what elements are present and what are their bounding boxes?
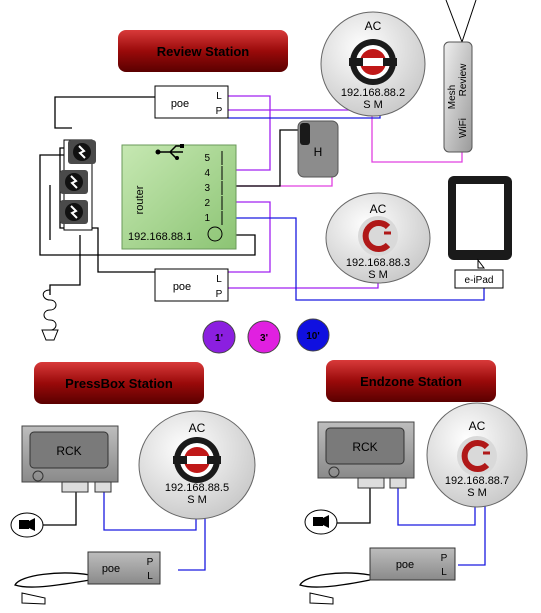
poe-port-p: P: [216, 289, 223, 300]
ac-ip: 192.168.88.2: [341, 87, 405, 99]
review-cables: [39, 95, 485, 301]
poe-port-p: P: [441, 553, 448, 564]
ac-ports: S M: [363, 99, 383, 111]
rck-unit: RCK: [317, 421, 415, 489]
ipad-label: e-iPad: [465, 275, 494, 286]
ac-unit: AC 192.168.88.7 S M: [426, 402, 528, 508]
ac-ports: S M: [368, 269, 388, 281]
poe-label: poe: [396, 559, 414, 571]
poe-port-l: L: [441, 567, 447, 578]
router-port: 3: [204, 183, 210, 194]
ac-ip: 192.168.88.3: [346, 257, 410, 269]
poe-port-l: L: [216, 274, 222, 285]
hub: H: [297, 120, 339, 178]
router-port: 5: [204, 153, 210, 164]
pressbox-station-banner: PressBox Station: [34, 362, 204, 404]
router-ip: 192.168.88.1: [128, 231, 192, 243]
ac-title: AC: [189, 421, 206, 435]
router-port: 2: [204, 198, 210, 209]
router-port: 4: [204, 168, 210, 179]
router: router 192.168.88.1 5 4 3 2 1: [121, 144, 237, 250]
poe-injector-pressbox: poe P L: [87, 551, 161, 585]
endzone-cables: [299, 488, 486, 588]
ac-ip: 192.168.88.7: [445, 475, 509, 487]
ac-title: AC: [370, 202, 387, 216]
camera-icon: [10, 512, 44, 538]
poe-port-p: P: [147, 557, 154, 568]
poe-injector-endzone: poe P L: [369, 547, 456, 581]
antenna-icon: [445, 0, 477, 43]
endzone-station-title: Endzone Station: [360, 374, 462, 389]
ac-unit: AC 192.168.88.5 S M: [138, 410, 256, 520]
rck-unit: RCK: [21, 425, 119, 493]
mesh-line-1: Mesh: [447, 85, 458, 109]
power-plug-icon: [59, 199, 89, 225]
poe-port-l: L: [147, 571, 153, 582]
ac-title: AC: [469, 419, 486, 433]
poe-injector-middle: poe L P: [154, 268, 229, 302]
power-cord-icon: [21, 592, 46, 605]
ipad: e-iPad: [448, 176, 512, 289]
mesh-wifi: Mesh Review WiFi: [443, 0, 477, 153]
cable-legend-item: 10': [296, 318, 330, 352]
cable-legend-item: 3': [247, 320, 281, 354]
review-station-banner: Review Station: [118, 30, 288, 72]
router-power-socket: [207, 226, 223, 242]
cable-legend: 1' 3' 10': [202, 318, 330, 354]
ac-logo-icon: [457, 436, 497, 476]
power-cord-icon: [309, 592, 334, 605]
router-ports: 5 4 3 2 1: [204, 151, 223, 225]
power-plug-icon: [59, 169, 89, 195]
poe-port-p: P: [216, 106, 223, 117]
poe-port-l: L: [216, 91, 222, 102]
router-label: router: [134, 185, 146, 214]
pressbox-station-title: PressBox Station: [65, 376, 173, 391]
power-cord-icon: [41, 289, 59, 341]
cable-legend-item: 1': [202, 320, 236, 354]
cable-length-label: 10': [306, 331, 320, 342]
mesh-line-3: WiFi: [458, 118, 469, 138]
review-station-title: Review Station: [157, 44, 250, 59]
ac-ip: 192.168.88.5: [165, 482, 229, 494]
rck-label: RCK: [352, 440, 377, 454]
hub-label: H: [314, 145, 323, 159]
ac-unit: AC 192.168.88.3 S M: [325, 192, 431, 284]
mesh-line-2: Review: [458, 63, 469, 97]
usb-icon: [155, 144, 184, 160]
ac-title: AC: [365, 19, 382, 33]
power-plug-icon: [67, 139, 97, 165]
camera-icon: [304, 509, 338, 535]
ac-ports: S M: [467, 487, 487, 499]
ac-logo-icon: [358, 216, 398, 256]
power-strip: [59, 139, 97, 231]
endzone-station-banner: Endzone Station: [326, 360, 496, 402]
rck-label: RCK: [56, 444, 81, 458]
ac-ports: S M: [187, 494, 207, 506]
poe-label: poe: [102, 563, 120, 575]
cable-length-label: 1': [215, 333, 223, 344]
poe-label: poe: [173, 281, 191, 293]
poe-label: poe: [171, 98, 189, 110]
ac-unit: AC 192.168.88.2 S M: [320, 11, 426, 117]
router-port: 1: [204, 213, 210, 224]
cable-length-label: 3': [260, 333, 268, 344]
poe-injector-top: poe L P: [154, 85, 229, 119]
